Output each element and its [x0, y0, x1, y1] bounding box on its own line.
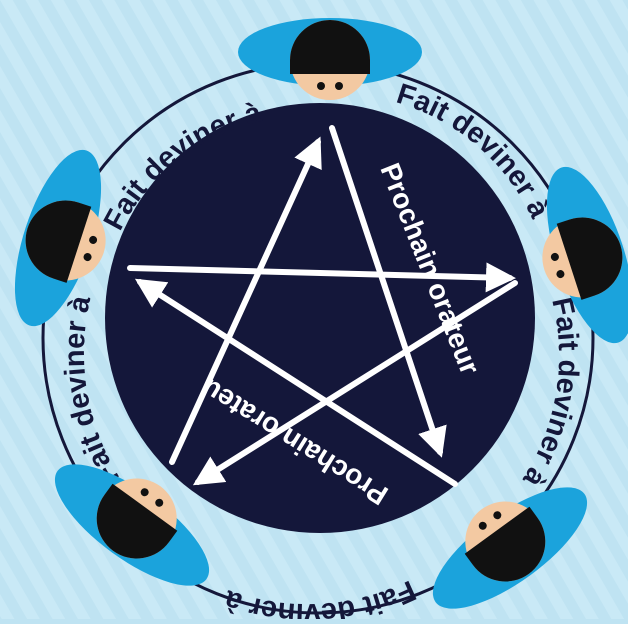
eye [317, 82, 325, 90]
eye [335, 82, 343, 90]
